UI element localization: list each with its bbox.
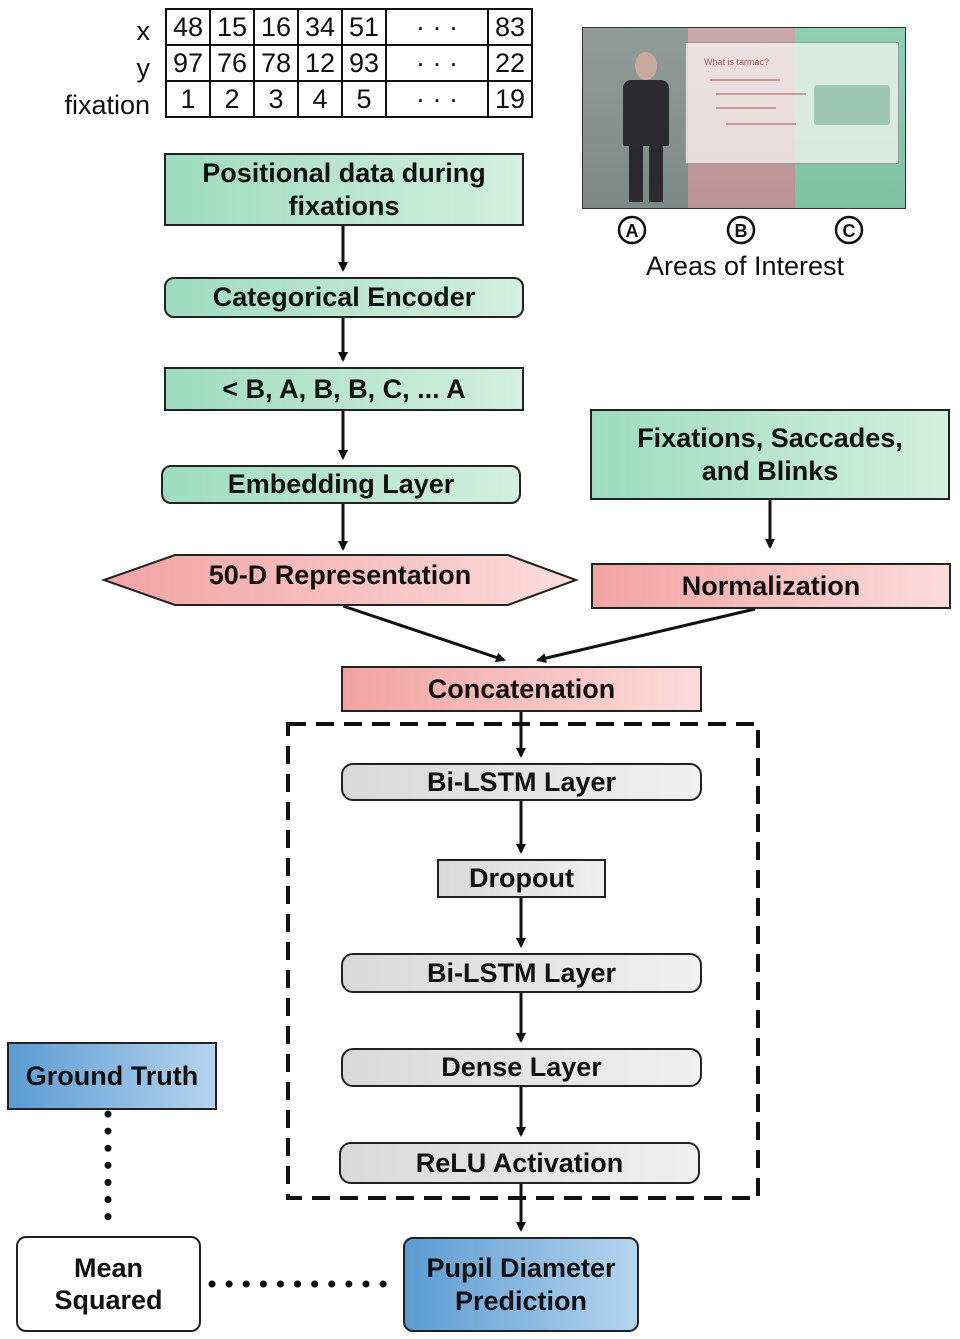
node-ground-truth: Ground Truth	[7, 1042, 217, 1110]
node-categorical-encoder: Categorical Encoder	[164, 277, 524, 318]
table-row: 48 15 16 34 51 · · · 83	[165, 8, 533, 46]
table-cell: 93	[341, 44, 387, 82]
speaker-body	[623, 80, 669, 146]
table-cell: · · ·	[385, 8, 489, 46]
presentation-slide: What is tarmac?	[685, 42, 899, 164]
node-concatenation: Concatenation	[341, 666, 702, 712]
table-cell: 16	[253, 8, 299, 46]
table-cell: 22	[487, 44, 533, 82]
slide-title: What is tarmac?	[704, 57, 770, 67]
table-cell: 83	[487, 8, 533, 46]
aoi-caption: Areas of Interest	[645, 251, 845, 281]
node-relu-activation: ReLU Activation	[339, 1142, 700, 1184]
node-fixations-saccades-blinks: Fixations, Saccades, and Blinks	[590, 409, 950, 500]
node-dropout: Dropout	[437, 859, 606, 898]
table-cell: 5	[341, 80, 387, 118]
table-cell: 78	[253, 44, 299, 82]
row-label-x: x	[136, 16, 151, 46]
table-row: 1 2 3 4 5 · · · 19	[165, 80, 533, 118]
node-embedding-layer: Embedding Layer	[161, 465, 521, 504]
table-cell: · · ·	[385, 44, 489, 82]
table-cell: 1	[165, 80, 211, 118]
fixation-data-table: 48 15 16 34 51 · · · 83 97 76 78 12 93 ·…	[165, 8, 533, 118]
node-pupil-diameter-prediction: Pupil Diameter Prediction	[403, 1237, 639, 1332]
node-50d-representation: 50-D Representation	[208, 560, 472, 590]
table-cell: 51	[341, 8, 387, 46]
node-positional-data: Positional data during fixations	[164, 153, 524, 226]
speaker-head	[635, 52, 657, 80]
model-dashed-frame	[286, 722, 760, 1200]
table-cell: 34	[297, 8, 343, 46]
table-cell: 12	[297, 44, 343, 82]
table-cell: 2	[209, 80, 255, 118]
row-label-fixation: fixation	[64, 90, 150, 120]
table-cell: 3	[253, 80, 299, 118]
arrow-normalization-concat	[536, 607, 756, 664]
speaker-leg	[649, 146, 663, 202]
table-cell: 76	[209, 44, 255, 82]
node-mean-squared: Mean Squared	[16, 1236, 201, 1332]
table-cell: · · ·	[385, 80, 489, 118]
table-cell: 48	[165, 8, 211, 46]
slide-text-line	[710, 79, 780, 81]
slide-text-line	[716, 107, 776, 109]
slide-text-line	[716, 93, 806, 95]
table-row: 97 76 78 12 93 · · · 22	[165, 44, 533, 82]
slide-airplane-image	[814, 85, 890, 125]
row-label-y: y	[136, 53, 151, 83]
slide-text-line	[726, 123, 796, 125]
node-bilstm-layer-2: Bi-LSTM Layer	[341, 953, 702, 993]
lecture-photo: What is tarmac?	[582, 27, 906, 209]
node-dense-layer: Dense Layer	[341, 1048, 702, 1087]
node-normalization: Normalization	[591, 563, 951, 609]
speaker-leg	[629, 146, 643, 202]
table-cell: 19	[487, 80, 533, 118]
node-bilstm-layer-1: Bi-LSTM Layer	[341, 763, 702, 801]
table-cell: 15	[209, 8, 255, 46]
node-category-sequence: < B, A, B, B, C, ... A	[164, 367, 524, 411]
table-cell: 97	[165, 44, 211, 82]
table-cell: 4	[297, 80, 343, 118]
arrow-representation-concat	[342, 604, 506, 663]
